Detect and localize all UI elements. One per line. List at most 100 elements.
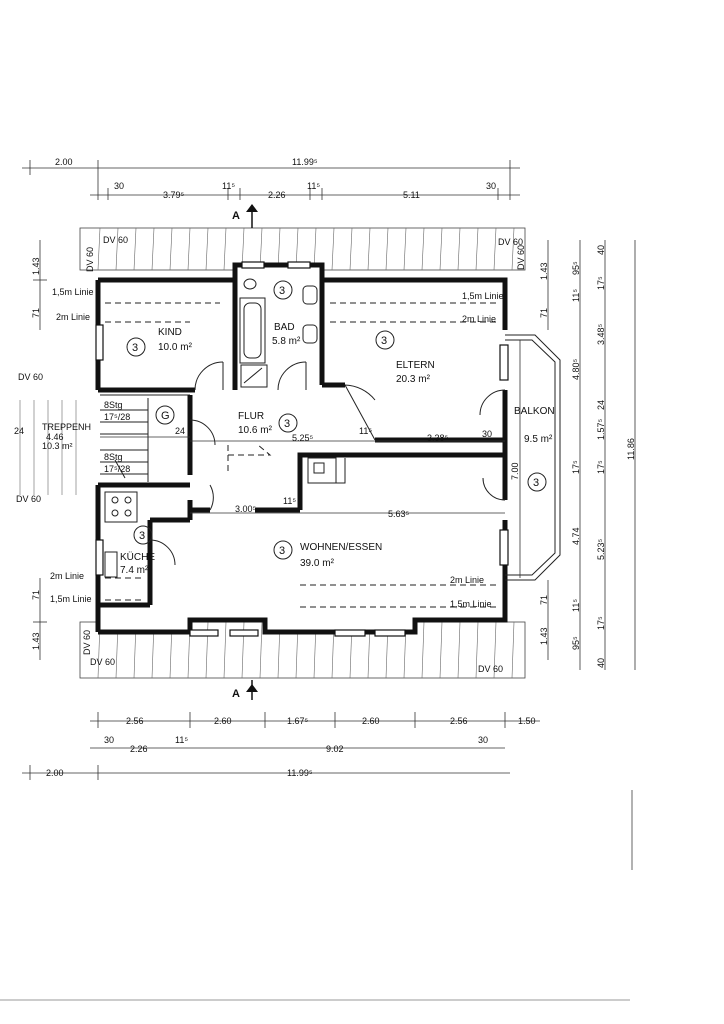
flur-area: 10.6 m² (238, 425, 273, 436)
section-label-top: A (232, 210, 240, 222)
room-circles (126, 280, 547, 560)
dims-inner: 4.46 24 5.25⁵ 11⁵ 3.38⁵ 30 24 3.00⁵ 11⁵ … (14, 340, 521, 578)
stair-lower: 8Stg (104, 452, 123, 462)
right-c4-0: 11.86 (626, 438, 636, 460)
bathroom-fixtures (239, 278, 318, 388)
stair-lower-sub: 17⁵/28 (104, 464, 130, 474)
right-c3-7: 17⁵ (596, 616, 606, 630)
dim-525: 5.25⁵ (292, 433, 314, 443)
wohnen-name: WOHNEN/ESSEN (300, 542, 382, 553)
right-c3-3: 24 (596, 400, 606, 410)
balkon-area: 9.5 m² (524, 434, 553, 445)
height-lines (105, 302, 497, 608)
windows (95, 261, 509, 637)
right-c3-8: 40 (596, 658, 606, 668)
dim-115b: 11⁵ (283, 496, 296, 506)
treppenhaus-name: TREPPENH (42, 422, 91, 432)
linie-15-kind: 1,5m Linie (52, 287, 94, 297)
kueche-name: KÜCHE (120, 551, 155, 563)
balkon-name: BALKON (514, 406, 555, 417)
dv-bottom-right: DV 60 (478, 664, 503, 674)
bad-num: 3 (279, 285, 285, 297)
left-dim-a: 1.43 (31, 257, 41, 275)
dims-right: 1.43 71 71 1.43 95⁵ 11⁵ 4.80⁵ 17⁵ 4.74 1… (539, 240, 636, 670)
flur-num: 3 (284, 418, 290, 430)
dv-left-lower: DV 60 (16, 494, 41, 504)
kind-name: KIND (158, 327, 182, 338)
dim-338: 3.38⁵ (427, 433, 449, 443)
bottom-r1-1: 2.60 (214, 716, 232, 726)
bottom-r2-4: 30 (478, 735, 488, 745)
bottom-r1-4: 2.56 (450, 716, 468, 726)
dim-700: 7.00 (510, 462, 520, 480)
right-c2-0: 95⁵ (571, 261, 581, 275)
dim-30: 30 (482, 429, 492, 439)
dims-bottom: 2.56 2.60 1.67⁵ 2.60 2.56 1.50 30 2.26 1… (22, 712, 540, 780)
g-marker: G (161, 410, 170, 422)
right-c2-1: 11⁵ (571, 289, 581, 302)
left-dim-d: 1.43 (31, 632, 41, 650)
top-dim-6: 2.26 (268, 190, 286, 200)
stair-upper: 8Stg (104, 400, 123, 410)
section-marker-bottom: A (232, 680, 258, 700)
section-label-bottom: A (232, 688, 240, 700)
dv-left-upper: DV 60 (18, 372, 43, 382)
left-dim-c: 71 (31, 590, 41, 600)
section-marker-top: A (232, 204, 258, 228)
bottom-r1-5: 1.50 (518, 716, 536, 726)
balkon-outline (505, 334, 561, 581)
right-c3-4: 1.57⁵ (596, 418, 606, 440)
dv-top-right: DV 60 (498, 237, 523, 247)
bottom-r3-0: 2.00 (46, 768, 64, 778)
dv-vert-right: DV 60 (516, 245, 526, 270)
linie-2-kueche: 2m Linie (50, 571, 84, 581)
top-dim-4: 3.79⁵ (163, 190, 185, 200)
left-dim-b: 71 (31, 308, 41, 318)
top-dim-3: 30 (114, 181, 124, 191)
linie-15-wohnen: 1,5m Linie (450, 599, 492, 609)
right-c1-1: 71 (539, 308, 549, 318)
right-c2-6: 95⁵ (571, 636, 581, 650)
right-c1b-0: 71 (539, 595, 549, 605)
kind-num: 3 (132, 342, 138, 354)
flur-name: FLUR (238, 411, 264, 422)
bottom-r2-0: 30 (104, 735, 114, 745)
bad-area: 5.8 m² (272, 336, 301, 347)
right-c3-5: 17⁵ (596, 460, 606, 474)
room-labels: 3 KIND 10.0 m² 3 BAD 5.8 m² 3 ELTERN 20.… (42, 285, 555, 576)
treppenhaus-area: 10.3 m² (42, 441, 73, 451)
dim-24-left: 24 (14, 426, 24, 436)
dim-115a: 11⁵ (359, 426, 372, 436)
linie-15-kueche: 1,5m Linie (50, 594, 92, 604)
top-dim-7: 11⁵ (307, 181, 320, 191)
bottom-r2-1: 2.26 (130, 744, 148, 754)
right-c1b-1: 1.43 (539, 627, 549, 645)
top-dim-5: 11⁵ (222, 181, 235, 191)
top-dim-1: 2.00 (55, 157, 73, 167)
dv-vert-top: DV 60 (85, 247, 95, 272)
right-c2-5: 11⁵ (571, 599, 581, 612)
right-c1-0: 1.43 (539, 262, 549, 280)
top-dim-2: 11.99⁵ (292, 157, 318, 167)
dim-300: 3.00⁵ (235, 504, 257, 514)
wohnen-num: 3 (279, 545, 285, 557)
bottom-r2-3: 9.02 (326, 744, 344, 754)
bottom-r1-3: 2.60 (362, 716, 380, 726)
right-c2-4: 4.74 (571, 527, 581, 545)
right-c3-0: 40 (596, 245, 606, 255)
right-c2-2: 4.80⁵ (571, 358, 581, 380)
top-dim-9: 30 (486, 181, 496, 191)
top-dim-8: 5.11 (403, 190, 420, 200)
flur-void (227, 444, 272, 475)
bottom-r1-2: 1.67⁵ (287, 716, 309, 726)
dv-bottom-left: DV 60 (90, 657, 115, 667)
bottom-r1-0: 2.56 (126, 716, 144, 726)
dv-top-left: DV 60 (103, 235, 128, 245)
bottom-r2-2: 11⁵ (175, 735, 188, 745)
wohnen-area: 39.0 m² (300, 558, 335, 569)
bottom-r3-1: 11.99⁵ (287, 768, 313, 778)
linie-15-eltern: 1,5m Linie (462, 291, 504, 301)
kueche-area: 7.4 m² (120, 565, 149, 576)
kueche-num: 3 (139, 530, 145, 542)
